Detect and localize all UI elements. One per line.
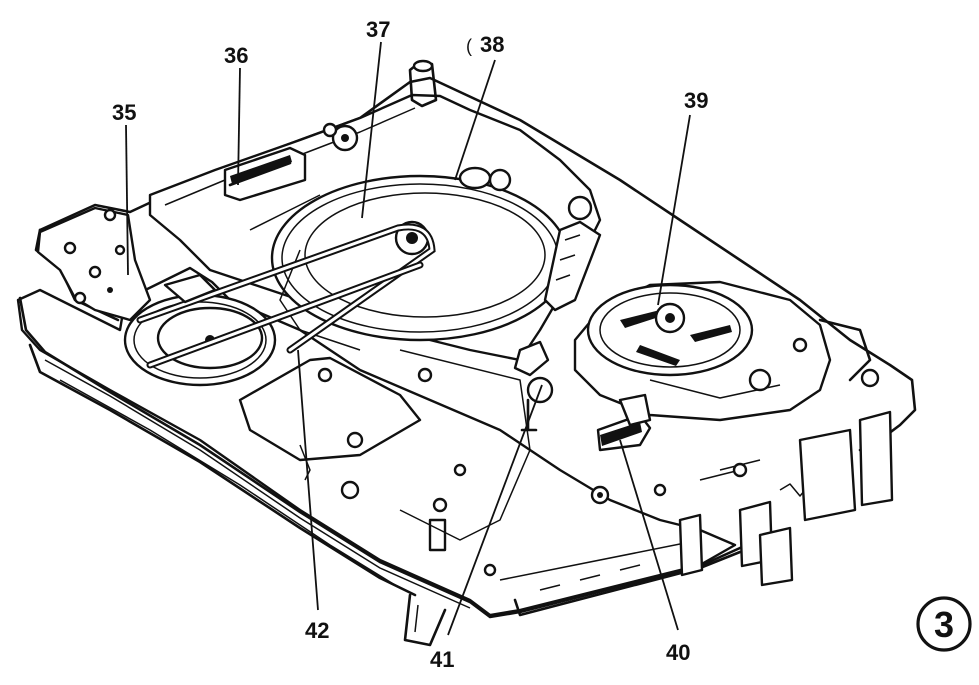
center-plate	[399, 349, 531, 541]
figure-number: 3	[934, 604, 954, 645]
label-41: 41	[430, 647, 454, 672]
part-35-bracket	[36, 206, 152, 322]
leader-39	[657, 114, 691, 306]
callout-labels: 35 36 37 ( 38 39 40 41 42	[112, 17, 708, 672]
figure-number-circle	[916, 596, 972, 652]
leader-42	[297, 349, 319, 611]
label-35: 35	[112, 100, 136, 125]
figure-number-badge: 3	[916, 596, 972, 652]
lower-plate	[238, 356, 497, 577]
leader-36	[237, 67, 241, 186]
right-components	[653, 410, 894, 587]
label-38-prefix: (	[466, 36, 472, 56]
leader-41	[447, 384, 543, 636]
part-36-bracket	[223, 146, 307, 202]
leader-37	[361, 41, 382, 219]
label-42: 42	[305, 618, 329, 643]
part-39-drum	[573, 280, 880, 422]
label-38: 38	[480, 32, 504, 57]
label-36: 36	[224, 43, 248, 68]
leader-35	[125, 124, 129, 276]
label-40: 40	[666, 640, 690, 665]
part-40-lever	[590, 393, 652, 505]
leader-40	[619, 439, 679, 631]
label-39: 39	[684, 88, 708, 113]
part-42-pulley	[123, 223, 436, 387]
leader-lines	[125, 41, 691, 636]
part-38-arm	[513, 195, 602, 432]
leader-38	[454, 59, 496, 181]
label-37: 37	[366, 17, 390, 42]
